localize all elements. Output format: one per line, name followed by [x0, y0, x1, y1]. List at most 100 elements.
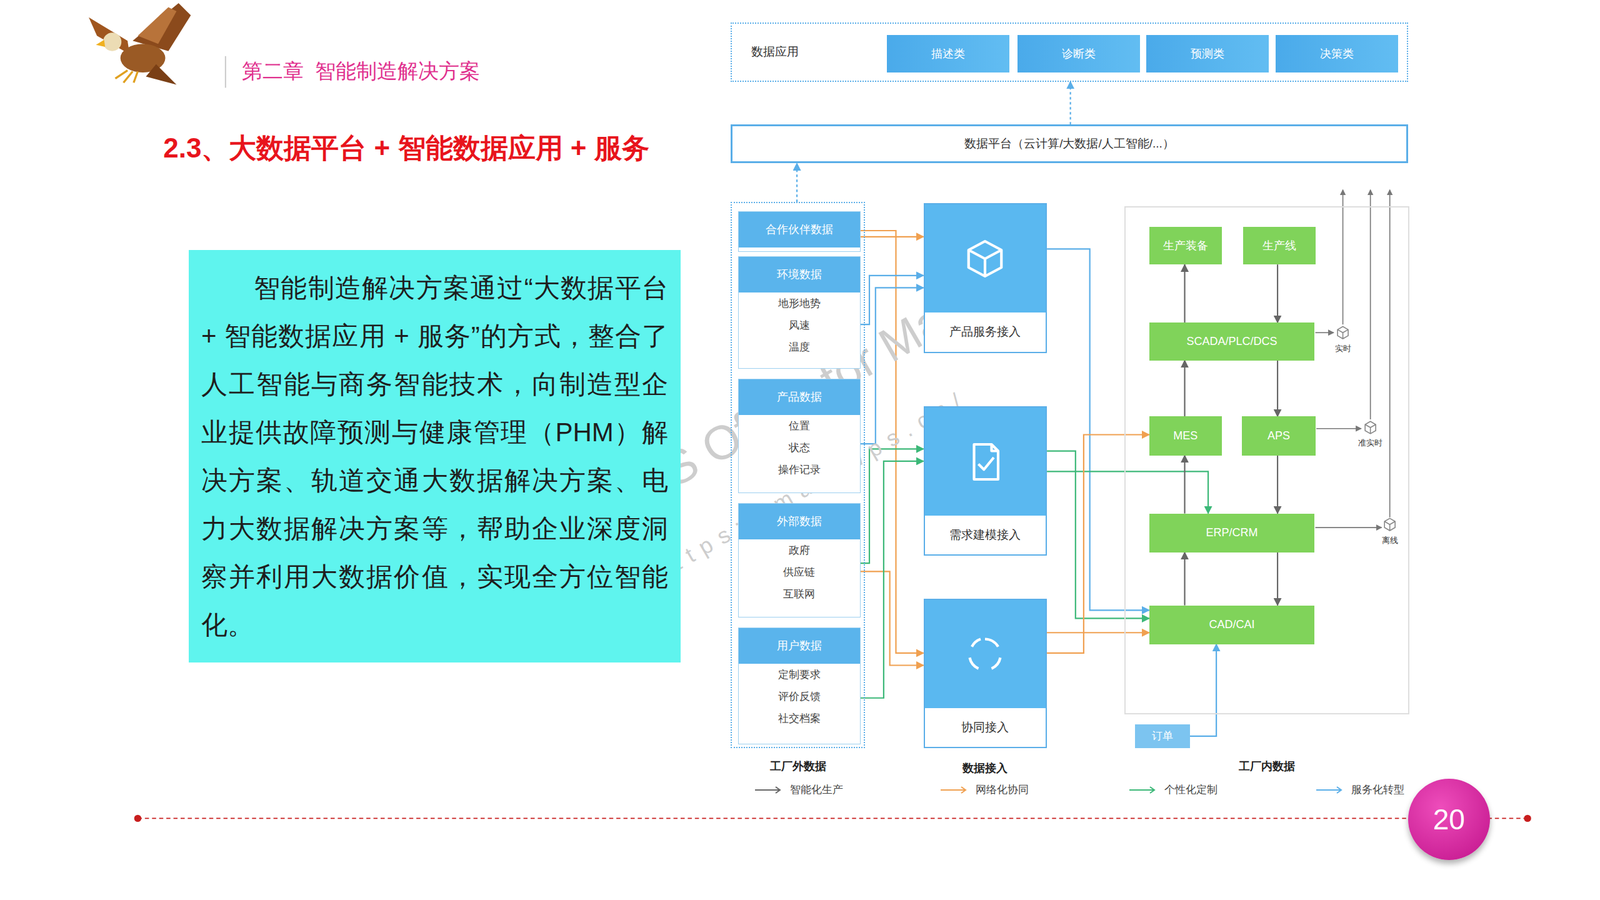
node-label: 预测类	[1190, 46, 1225, 62]
node-label: 环境数据	[738, 256, 860, 293]
cube-icons	[1337, 326, 1395, 531]
node-label: 用户数据	[738, 628, 860, 664]
node-label: 诊断类	[1061, 46, 1096, 62]
connector	[1046, 435, 1150, 654]
legend-entry: 网络化协同	[940, 782, 1029, 797]
connector	[1046, 451, 1150, 619]
system-box: ERP/CRM	[1149, 513, 1315, 553]
legend-text: 个性化定制	[1164, 782, 1218, 797]
access-icon	[963, 440, 1007, 484]
node-item: 状态	[738, 436, 860, 459]
node-label: 产品服务接入	[925, 312, 1047, 352]
legend-entry: 个性化定制	[1129, 782, 1218, 797]
legend-entry: 智能化生产	[755, 782, 844, 797]
footer-dot	[134, 815, 142, 822]
output-arrows	[1315, 190, 1390, 528]
node-item: 社交档案	[738, 707, 860, 730]
caption-label: 离线	[1381, 535, 1399, 547]
legend-sample	[1316, 785, 1345, 795]
connector	[1276, 552, 1279, 606]
node-label: SCADA/PLC/DCS	[1186, 335, 1277, 349]
system-box: 生产线	[1243, 226, 1316, 265]
system-box: 生产装备	[1149, 226, 1222, 265]
data-source-box: 产品数据位置状态操作记录	[738, 378, 861, 494]
node-item: 供应链	[738, 561, 860, 584]
legend-text: 网络化协同	[975, 782, 1029, 797]
data-source-box: 环境数据地形地势风速温度	[738, 256, 861, 369]
node-label: 20	[1433, 802, 1465, 837]
system-box: APS	[1241, 416, 1316, 455]
system-box: MES	[1149, 416, 1222, 455]
connector	[860, 461, 924, 699]
access-box: 协同接入	[923, 598, 1048, 749]
legend-entry: 服务化转型	[1316, 782, 1405, 797]
connector	[796, 163, 798, 202]
data-source-box: 外部数据政府供应链互联网	[738, 503, 861, 618]
node-item: 评价反馈	[738, 685, 860, 708]
group-box: 工厂外数据合作伙伴数据环境数据地形地势风速温度产品数据位置状态操作记录外部数据政…	[730, 201, 866, 748]
node-label: 生产线	[1262, 238, 1297, 254]
node-label: 订单	[1151, 728, 1174, 744]
connector	[860, 571, 924, 665]
category-box: 预测类	[1146, 35, 1269, 73]
node-label: 需求建模接入	[925, 515, 1047, 555]
group-box: 数据应用 描述类 诊断类 预测类 决策类	[730, 22, 1409, 82]
platform-bar: 数据平台（云计算/大数据/人工智能/...）	[730, 124, 1409, 164]
order-box: 订单	[1135, 724, 1190, 749]
connector	[1276, 264, 1279, 323]
node-item: 温度	[738, 336, 860, 359]
node-label: 决策类	[1320, 46, 1354, 62]
node-label: 描述类	[931, 46, 965, 62]
legend-text: 智能化生产	[790, 782, 844, 797]
category-box: 诊断类	[1017, 35, 1140, 73]
chapter-header: 第二章 智能制造解决方案	[241, 57, 480, 86]
category-box: 描述类	[886, 35, 1010, 73]
node-label: 产品数据	[738, 379, 860, 415]
legend-text: 服务化转型	[1351, 782, 1405, 797]
node-label: 工厂外数据	[706, 758, 890, 774]
category-box: 决策类	[1275, 35, 1399, 73]
node-item: 政府	[738, 539, 860, 562]
access-icon	[963, 236, 1007, 281]
node-label: CAD/CAI	[1208, 618, 1255, 632]
footer-dot	[1523, 815, 1531, 822]
slide-title: 2.3、大数据平台 + 智能数据应用 + 服务	[163, 129, 649, 167]
node-label: 数据应用	[751, 43, 799, 60]
text-panel: 智能制造解决方案通过“大数据平台 + 智能数据应用 + 服务”的方式，整合了人工…	[188, 250, 681, 663]
node-label: 智能制造解决方案通过“大数据平台 + 智能数据应用 + 服务”的方式，整合了人工…	[201, 263, 669, 649]
access-box: 产品服务接入	[923, 203, 1048, 354]
node-item: 互联网	[738, 583, 860, 605]
connector	[1276, 455, 1279, 514]
system-box: CAD/CAI	[1149, 605, 1315, 645]
caption-label: 实时	[1335, 343, 1352, 355]
node-label: ERP/CRM	[1205, 526, 1258, 540]
node-label: 工厂内数据	[1100, 758, 1434, 774]
access-icon	[963, 632, 1007, 677]
connector	[1276, 360, 1279, 417]
connector	[860, 230, 924, 237]
legend-sample	[755, 785, 784, 795]
system-box: SCADA/PLC/DCS	[1149, 322, 1315, 360]
connector	[1070, 81, 1072, 125]
data-source-box: 合作伙伴数据	[738, 211, 861, 252]
connector	[1183, 455, 1185, 514]
access-box: 需求建模接入	[923, 406, 1048, 556]
connector	[1046, 631, 1150, 634]
data-source-box: 用户数据定制要求评价反馈社交档案	[738, 627, 861, 744]
node-label: 生产装备	[1163, 238, 1209, 254]
header-divider	[225, 56, 227, 89]
legend-sample	[940, 785, 970, 795]
caption-label: 准实时	[1358, 437, 1383, 449]
connector	[1046, 471, 1209, 514]
node-item: 位置	[738, 415, 860, 437]
group-box: 工厂内数据生产装备生产线SCADA/PLC/DCSMESAPSERP/CRMCA…	[1124, 206, 1410, 715]
node-label: 协同接入	[925, 708, 1047, 747]
caption-label: 数据接入	[962, 760, 1008, 776]
footer-line	[137, 817, 1528, 819]
node-label: 合作伙伴数据	[738, 211, 860, 248]
node-label: 数据平台（云计算/大数据/人工智能/...）	[964, 135, 1175, 152]
legend-sample	[1129, 785, 1159, 795]
connector	[1190, 644, 1217, 737]
page-number: 20	[1408, 778, 1490, 861]
node-item: 操作记录	[738, 458, 860, 481]
